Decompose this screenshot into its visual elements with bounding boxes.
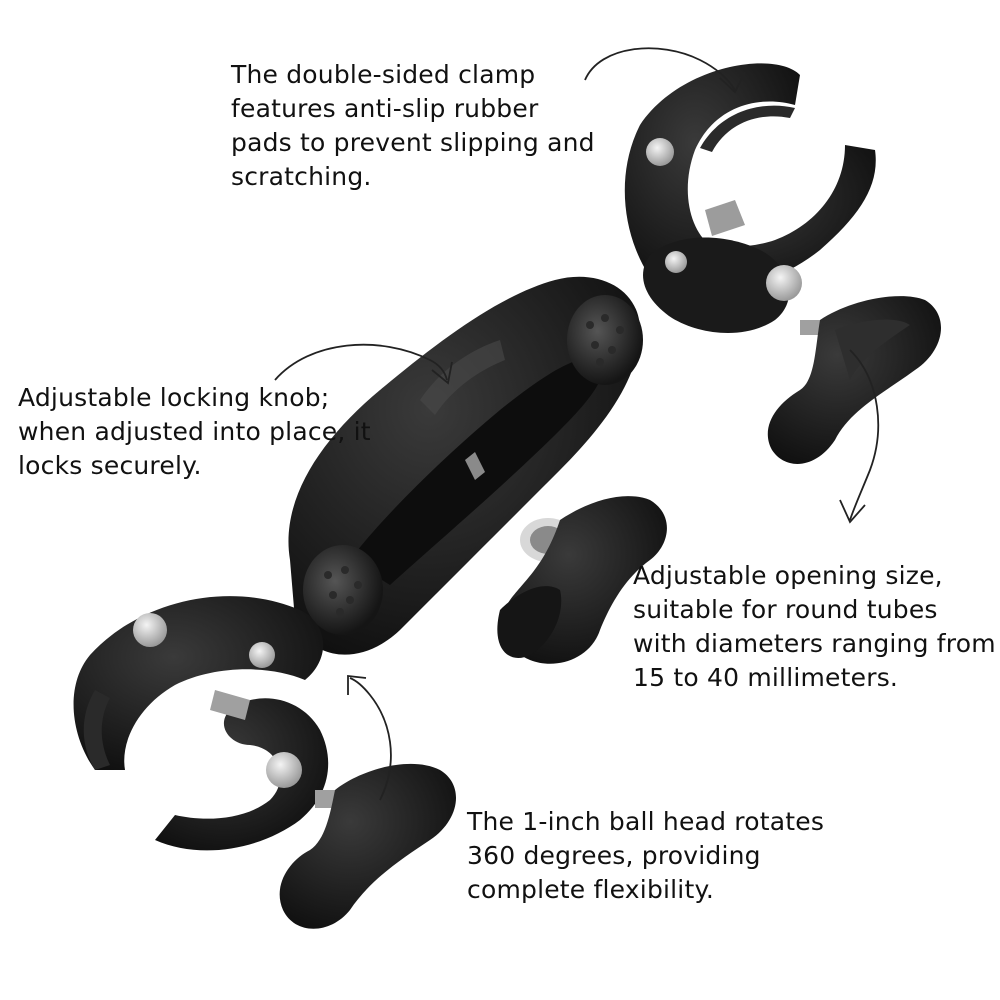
bottom-clamp — [73, 596, 340, 851]
ball-heads — [303, 295, 643, 635]
clamp-annotation-line: scratching. — [231, 162, 372, 191]
opening-annotation-line: with diameters ranging from — [633, 629, 996, 658]
ball-head-annotation-line: The 1-inch ball head rotates — [467, 807, 825, 836]
clamp-annotation-line: pads to prevent slipping and — [231, 128, 595, 157]
arrow-knob — [274, 343, 448, 381]
arrow-ball-head — [349, 677, 392, 801]
ball-head-annotation-line: 360 degrees, providing — [467, 841, 761, 870]
callout-arrows — [274, 47, 880, 801]
bottom-clamp-pin-1 — [133, 613, 167, 647]
connector-arm — [288, 276, 640, 655]
upper-ball-head — [567, 295, 643, 385]
knob-annotation-line: when adjusted into place, it — [18, 417, 371, 446]
knob-annotation-line: locks securely. — [18, 451, 202, 480]
arrow-clamp — [584, 47, 736, 91]
central-locking-knob — [497, 496, 667, 664]
top-clamp — [624, 63, 876, 335]
clamp-annotation-line: The double-sided clamp — [231, 60, 536, 89]
opening-annotation-line: Adjustable opening size, — [633, 561, 943, 590]
top-clamp-pin-3 — [766, 265, 802, 301]
opening-annotation-line: 15 to 40 millimeters. — [633, 663, 899, 692]
arrow-opening — [849, 349, 880, 521]
bottom-wing-knob — [279, 763, 457, 929]
top-clamp-pin-2 — [665, 251, 687, 273]
ball-head-annotation: The 1-inch ball head rotates 360 degrees… — [467, 805, 824, 907]
knob-annotation: Adjustable locking knob; when adjusted i… — [18, 381, 371, 483]
clamp-annotation: The double-sided clamp features anti-sli… — [231, 58, 595, 194]
clamp-annotation-line: features anti-slip rubber — [231, 94, 539, 123]
opening-annotation: Adjustable opening size, suitable for ro… — [633, 559, 996, 695]
knob-annotation-line: Adjustable locking knob; — [18, 383, 330, 412]
top-wing-knob — [767, 296, 942, 464]
opening-annotation-line: suitable for round tubes — [633, 595, 938, 624]
ball-head-annotation-line: complete flexibility. — [467, 875, 715, 904]
bottom-clamp-pin-3 — [266, 752, 302, 788]
bottom-clamp-pin-2 — [249, 642, 275, 668]
top-clamp-pin-1 — [646, 138, 674, 166]
lower-ball-head — [303, 545, 383, 635]
